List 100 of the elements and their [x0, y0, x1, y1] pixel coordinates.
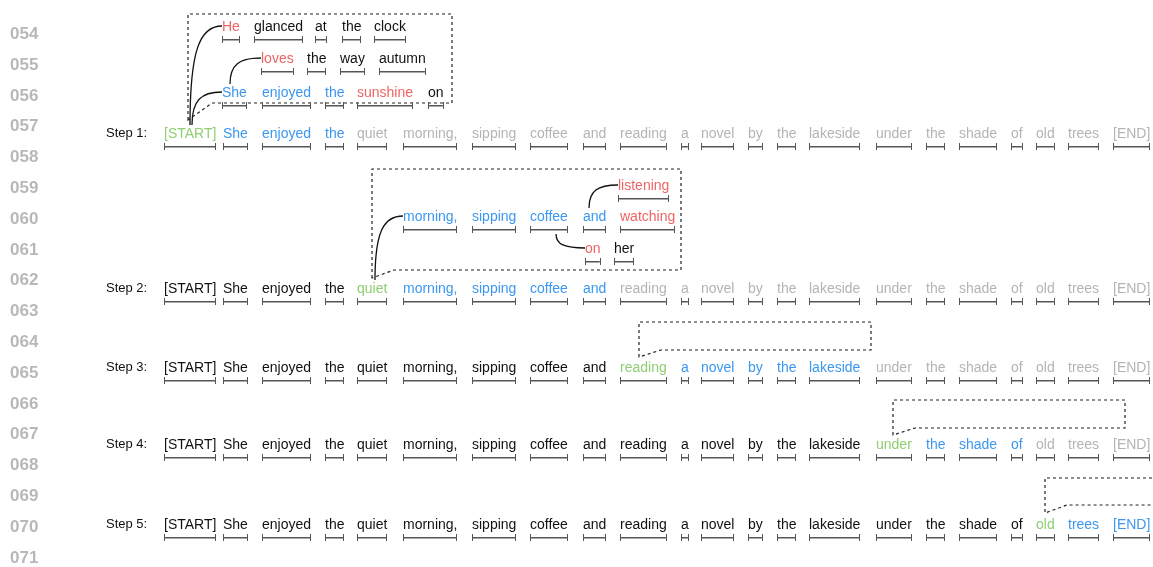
- token: coffee: [530, 436, 568, 462]
- token: on: [585, 240, 601, 266]
- connector-curve: [588, 184, 619, 209]
- token: [END]: [1113, 436, 1151, 462]
- token: morning,: [403, 436, 458, 462]
- callout-box: [372, 169, 681, 278]
- token: coffee: [530, 125, 568, 151]
- token: of: [1011, 125, 1023, 151]
- connector-curve: [189, 25, 223, 126]
- line-number: 057: [10, 116, 39, 137]
- token: the: [325, 125, 345, 151]
- token: novel: [701, 436, 735, 462]
- token: shade: [959, 359, 998, 385]
- token: trees: [1068, 125, 1100, 151]
- token: novel: [701, 280, 735, 306]
- line-number: 065: [10, 362, 39, 383]
- line-number: 063: [10, 301, 39, 322]
- line-number: 055: [10, 54, 39, 75]
- token: morning,: [403, 208, 458, 234]
- token: morning,: [403, 359, 458, 385]
- line-number: 071: [10, 547, 39, 567]
- token: novel: [701, 359, 735, 385]
- token: trees: [1068, 516, 1100, 542]
- step-label: Step 5:: [106, 516, 148, 532]
- token: shade: [959, 436, 998, 462]
- token: watching: [620, 208, 676, 234]
- token: on: [428, 84, 444, 110]
- token: and: [583, 516, 607, 542]
- line-number: 056: [10, 85, 39, 106]
- token: sipping: [472, 359, 517, 385]
- token: a: [681, 516, 689, 542]
- token: of: [1011, 280, 1023, 306]
- token: enjoyed: [262, 280, 312, 306]
- token: old: [1036, 125, 1055, 151]
- token: loves: [261, 50, 294, 76]
- token: and: [583, 125, 607, 151]
- line-number: 067: [10, 424, 39, 445]
- token: the: [325, 359, 345, 385]
- token: under: [876, 280, 912, 306]
- line-number: 061: [10, 239, 39, 260]
- token: reading: [620, 516, 667, 542]
- token: a: [681, 280, 689, 306]
- line-number: 062: [10, 270, 39, 291]
- token: of: [1011, 436, 1023, 462]
- token: old: [1036, 359, 1055, 385]
- token: by: [748, 516, 763, 542]
- token: of: [1011, 359, 1023, 385]
- token: by: [748, 125, 763, 151]
- token: shade: [959, 280, 998, 306]
- token: the: [777, 436, 797, 462]
- token: [START]: [164, 436, 217, 462]
- token: reading: [620, 125, 667, 151]
- line-number: 058: [10, 147, 39, 168]
- token: by: [748, 436, 763, 462]
- token: the: [926, 516, 946, 542]
- token: by: [748, 280, 763, 306]
- token: reading: [620, 280, 667, 306]
- token: [END]: [1113, 516, 1151, 542]
- token: morning,: [403, 280, 458, 306]
- token: the: [926, 125, 946, 151]
- token: the: [777, 125, 797, 151]
- token: a: [681, 359, 689, 385]
- token: enjoyed: [262, 125, 312, 151]
- token: enjoyed: [262, 516, 312, 542]
- step-label: Step 4:: [106, 436, 148, 452]
- token: at: [315, 18, 327, 44]
- token: trees: [1068, 280, 1100, 306]
- line-number: 059: [10, 178, 39, 198]
- token: lakeside: [809, 436, 861, 462]
- token: She: [223, 125, 248, 151]
- token: the: [777, 516, 797, 542]
- token: lakeside: [809, 359, 861, 385]
- token: shade: [959, 516, 998, 542]
- token: the: [325, 436, 345, 462]
- token: of: [1011, 516, 1023, 542]
- token: She: [223, 436, 248, 462]
- token: lakeside: [809, 280, 861, 306]
- token: the: [325, 84, 345, 110]
- callout-box: [893, 400, 1125, 435]
- token: morning,: [403, 516, 458, 542]
- callout-box: [188, 14, 452, 120]
- token: lakeside: [809, 516, 861, 542]
- token: She: [223, 516, 248, 542]
- token: She: [223, 280, 248, 306]
- token: coffee: [530, 208, 568, 234]
- token: listening: [618, 177, 670, 203]
- token: [END]: [1113, 125, 1151, 151]
- token: autumn: [379, 50, 426, 76]
- token: sipping: [472, 436, 517, 462]
- token: [END]: [1113, 359, 1151, 385]
- token: the: [342, 18, 362, 44]
- token: She: [222, 84, 247, 110]
- token: coffee: [530, 359, 568, 385]
- line-number: 054: [10, 24, 39, 44]
- token: He: [222, 18, 240, 44]
- token: reading: [620, 359, 667, 385]
- token: and: [583, 208, 607, 234]
- token: old: [1036, 280, 1055, 306]
- token: the: [777, 280, 797, 306]
- token: sipping: [472, 208, 517, 234]
